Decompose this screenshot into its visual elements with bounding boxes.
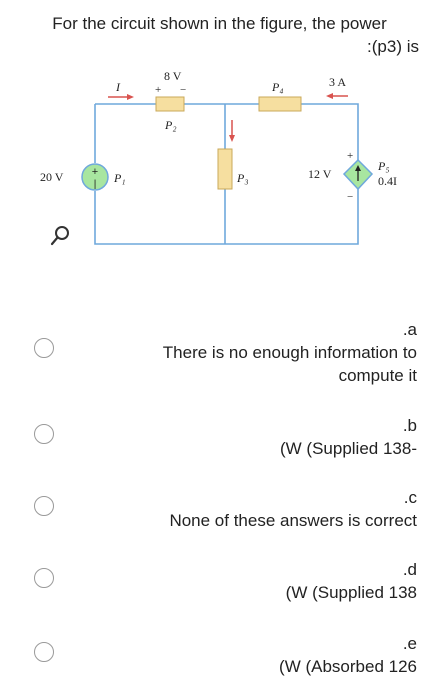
option-d-line-1: (W (Supplied 138	[285, 583, 417, 602]
label-8v: 8 V	[164, 69, 182, 83]
label-r2-plus: +	[155, 84, 161, 96]
option-b-text: .b (W (Supplied 138-	[117, 414, 417, 460]
label-12v-plus: +	[347, 150, 353, 162]
label-p1: P₁	[113, 171, 126, 185]
dep-source-arrow-head	[355, 165, 361, 171]
option-a-letter: .a	[402, 320, 417, 339]
label-p3: P₃	[236, 171, 249, 185]
label-current-i: I	[115, 80, 121, 94]
radio-button-d[interactable]	[34, 568, 54, 588]
resistor-p3	[217, 148, 233, 190]
radio-button-a[interactable]	[34, 338, 54, 358]
option-d-text: .d (W (Supplied 138	[117, 558, 417, 604]
voltage-source-20v	[81, 163, 109, 191]
option-c-line-1: None of these answers is correct	[169, 511, 417, 530]
circuit-wires	[94, 103, 359, 245]
option-d-letter: .d	[402, 560, 417, 579]
option-a-line-2: compute it	[338, 366, 417, 385]
resistor-p2	[155, 96, 185, 112]
label-20v: 20 V	[40, 170, 64, 184]
label-3a: 3 A	[329, 75, 346, 89]
circuit-diagram: + | 20 V P₁ I 8 V + − P₂ P₃ P₄ 3 A 12 V …	[40, 69, 397, 245]
label-p5: P₅	[377, 159, 390, 173]
label-12v-minus: −	[347, 191, 353, 203]
label-12v: 12 V	[308, 167, 332, 181]
current-arrow-i-head	[127, 94, 134, 100]
option-b-letter: .b	[402, 416, 417, 435]
label-04i: 0.4I	[378, 174, 397, 188]
label-p4: P₄	[271, 80, 284, 94]
option-a-line-1: There is no enough information to	[162, 343, 417, 362]
current-arrow-3a-head	[326, 93, 333, 99]
label-r2-minus: −	[180, 84, 186, 96]
radio-button-e[interactable]	[34, 642, 54, 662]
source-plus-sign: +	[92, 166, 98, 178]
question-line-1: For the circuit shown in the figure, the…	[52, 14, 387, 33]
question-line-2: :(p3) is	[367, 37, 419, 56]
option-e-text: .e (W (Absorbed 126	[117, 632, 417, 678]
option-e-line-1: (W (Absorbed 126	[279, 657, 417, 676]
magnify-icon[interactable]	[48, 224, 72, 248]
radio-button-b[interactable]	[34, 424, 54, 444]
resistor-p4	[258, 96, 302, 112]
source-minus-sign: |	[94, 179, 97, 190]
option-c-text: .c None of these answers is correct	[97, 486, 417, 532]
current-arrow-p3-head	[229, 135, 235, 142]
option-a-text: .a There is no enough information to com…	[117, 318, 417, 387]
question-text: For the circuit shown in the figure, the…	[20, 12, 419, 58]
radio-button-c[interactable]	[34, 496, 54, 516]
label-p2: P₂	[164, 118, 177, 132]
option-e-letter: .e	[402, 634, 417, 653]
option-c-letter: .c	[403, 488, 417, 507]
circuit-figure: + | 20 V P₁ I 8 V + − P₂ P₃ P₄ 3 A 12 V …	[38, 64, 418, 254]
option-b-line-1: (W (Supplied 138-	[279, 439, 417, 458]
